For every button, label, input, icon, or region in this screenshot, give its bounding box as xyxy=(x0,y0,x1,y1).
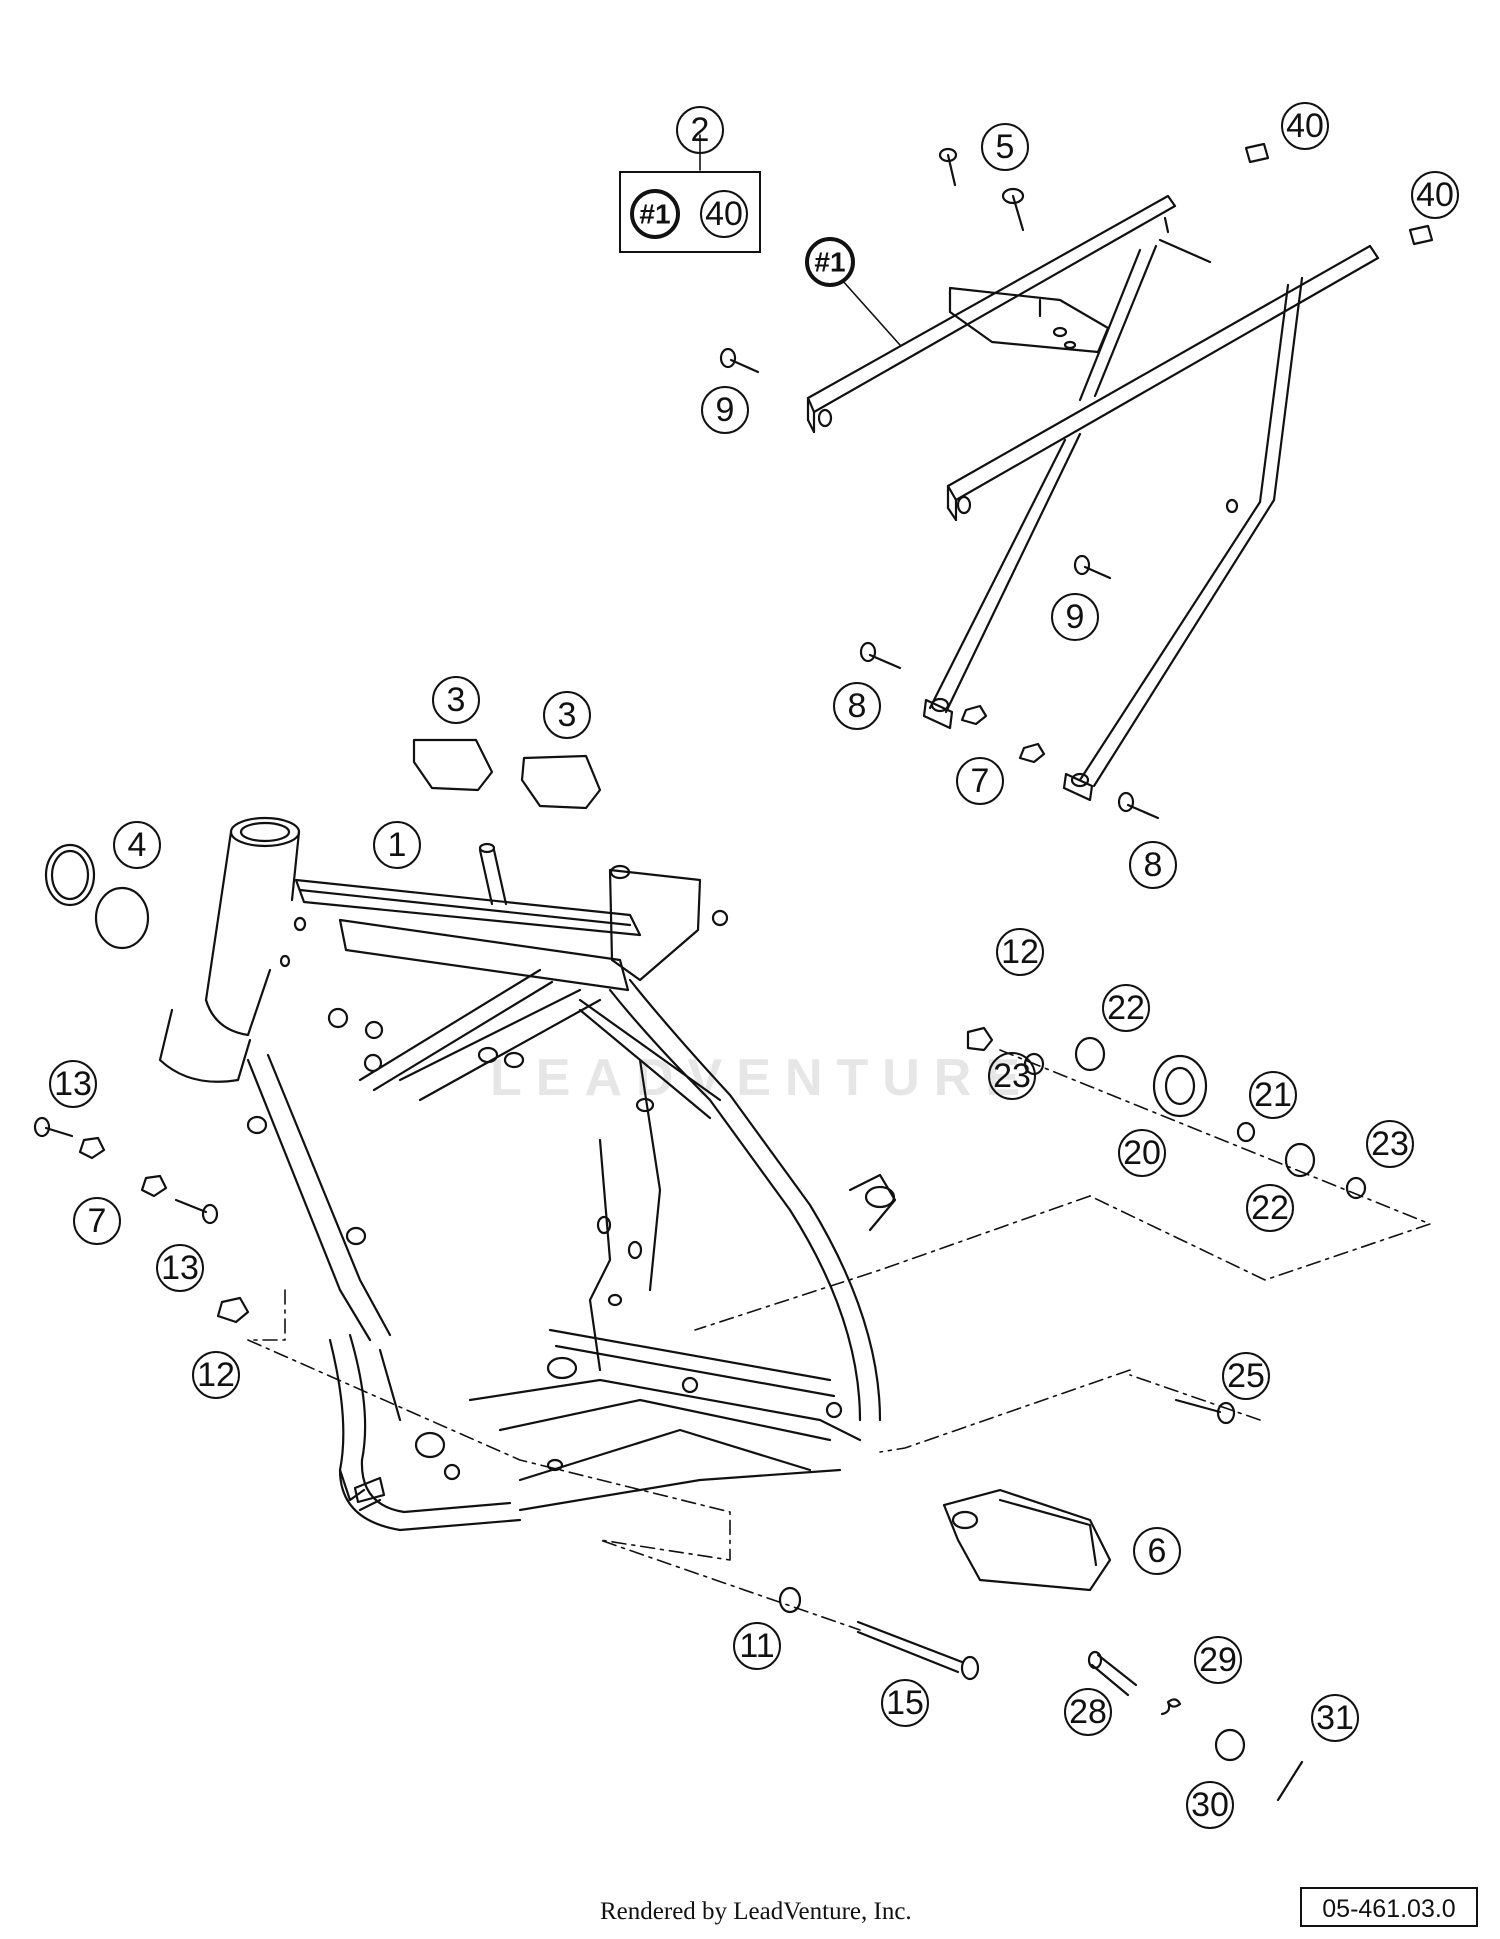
callout-21: 21 xyxy=(1254,1076,1292,1114)
callout-labels: 2 #1 40 5 40 40 #1 9 9 8 7 8 3 3 4 1 12 … xyxy=(54,107,1454,1824)
callout-8-left: 8 xyxy=(848,687,867,725)
subframe-drawing xyxy=(806,194,1380,802)
callout-25: 25 xyxy=(1227,1357,1265,1395)
callout-8-right: 8 xyxy=(1144,846,1163,884)
callout-1: 1 xyxy=(388,826,407,864)
rendered-by-credit: Rendered by LeadVenture, Inc. xyxy=(600,1898,912,1925)
callout-2-ref40-circle xyxy=(700,190,748,238)
callout-22-top: 22 xyxy=(1107,989,1145,1027)
callout-11: 11 xyxy=(739,1627,774,1665)
callout-2: 2 xyxy=(691,111,710,149)
callout-subframe-ref: #1 xyxy=(814,247,845,278)
callout-13-bottom: 13 xyxy=(161,1249,199,1287)
callout-12-right: 12 xyxy=(1001,933,1039,971)
callout-2-ref: #1 xyxy=(639,199,670,230)
callout-15: 15 xyxy=(886,1684,924,1722)
callout-3-right: 3 xyxy=(558,696,577,734)
leadventure-watermark: LEADVENTURE xyxy=(490,1049,1035,1107)
callout-31: 31 xyxy=(1316,1699,1354,1737)
callout-13-top: 13 xyxy=(54,1065,92,1103)
main-frame-drawing xyxy=(158,816,897,1532)
callout-9-left: 9 xyxy=(716,391,735,429)
callout-23-left: 23 xyxy=(993,1057,1031,1095)
callout-22-bottom: 22 xyxy=(1251,1189,1289,1227)
callout-4: 4 xyxy=(128,826,147,864)
leader-lines xyxy=(247,134,1431,1631)
small-parts-drawing xyxy=(33,142,1434,1802)
callout-2-ref-box xyxy=(619,171,761,253)
callout-5: 5 xyxy=(996,128,1015,166)
callout-12-left: 12 xyxy=(197,1356,235,1394)
callout-9-right: 9 xyxy=(1066,598,1085,636)
callout-40-top: 40 xyxy=(1286,107,1324,145)
callout-7-left: 7 xyxy=(88,1202,107,1240)
callout-40-right: 40 xyxy=(1416,176,1454,214)
callout-29: 29 xyxy=(1199,1641,1237,1679)
diagram-code: 05-461.03.0 xyxy=(1300,1887,1478,1927)
callout-23-right: 23 xyxy=(1371,1125,1409,1163)
callout-6: 6 xyxy=(1148,1532,1167,1570)
callout-2-ref40: 40 xyxy=(705,195,743,233)
callout-7-top: 7 xyxy=(971,762,990,800)
callout-30: 30 xyxy=(1191,1786,1229,1824)
callout-group xyxy=(49,102,1459,1829)
callout-2-ref-circle xyxy=(630,189,680,239)
callout-20: 20 xyxy=(1123,1134,1161,1172)
callout-2-circle xyxy=(676,106,724,154)
callout-3-left: 3 xyxy=(447,681,466,719)
callout-28: 28 xyxy=(1069,1693,1107,1731)
